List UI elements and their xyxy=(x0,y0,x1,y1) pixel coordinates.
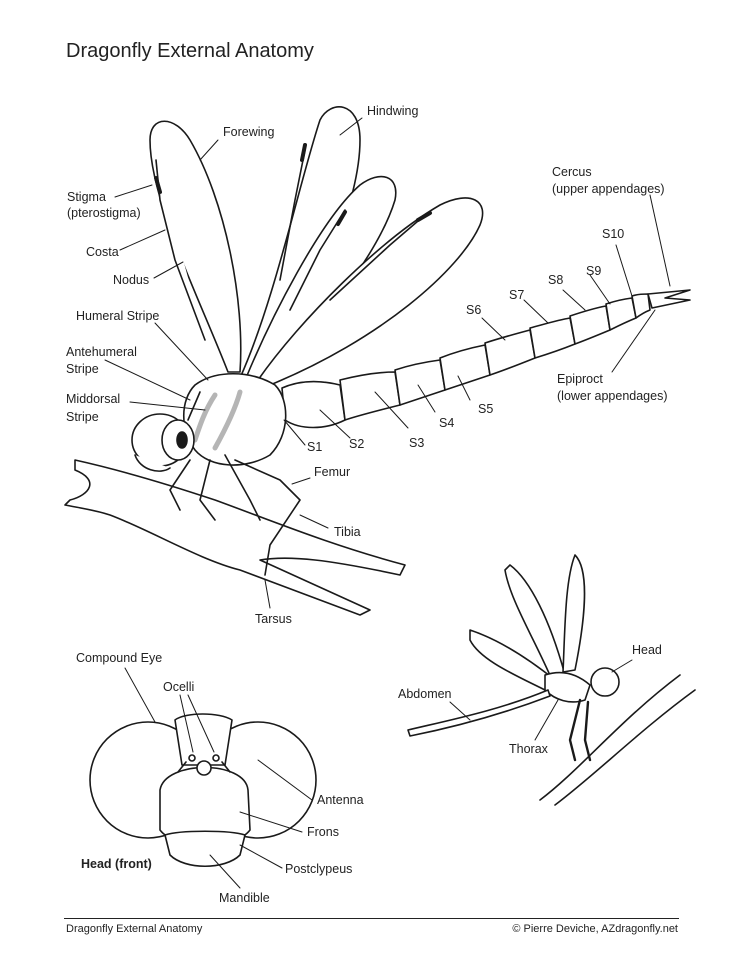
footer-divider xyxy=(64,918,679,919)
label-s8: S8 xyxy=(548,273,564,287)
label-s9: S9 xyxy=(586,264,602,278)
label-compound-eye: Compound Eye xyxy=(76,651,163,665)
label-tibia: Tibia xyxy=(334,525,361,539)
label-antehumeral: Antehumeral xyxy=(66,345,137,359)
label-nodus: Nodus xyxy=(113,273,150,287)
legs xyxy=(169,454,301,576)
label-s10: S10 xyxy=(602,227,625,241)
label-epiproct-sub: (lower appendages) xyxy=(557,389,668,403)
leader-lines xyxy=(104,117,671,889)
hindwing-right xyxy=(257,197,484,386)
label-cercus: Cercus xyxy=(552,165,592,179)
label-s1: S1 xyxy=(307,440,323,454)
page-title: Dragonfly External Anatomy xyxy=(66,40,314,62)
label-forewing: Forewing xyxy=(223,125,275,139)
label-antenna: Antenna xyxy=(317,793,364,807)
label-mandible: Mandible xyxy=(219,891,270,905)
label-s3: S3 xyxy=(409,436,425,450)
small-dragonfly xyxy=(407,554,696,806)
label-head-front: Head (front) xyxy=(81,857,152,871)
head-front-view xyxy=(89,713,317,868)
label-cercus-sub: (upper appendages) xyxy=(552,182,665,196)
label-head: Head xyxy=(632,643,662,657)
label-epiproct: Epiproct xyxy=(557,372,603,386)
label-middorsal-stripe: Stripe xyxy=(66,410,99,424)
label-pterostigma: (pterostigma) xyxy=(67,206,141,220)
label-tarsus: Tarsus xyxy=(255,612,292,626)
label-hindwing: Hindwing xyxy=(367,104,419,118)
abdomen-segments xyxy=(281,289,691,429)
footer-title: Dragonfly External Anatomy xyxy=(66,923,203,935)
label-thorax: Thorax xyxy=(509,742,548,756)
label-femur: Femur xyxy=(314,465,351,479)
forewing-left xyxy=(149,120,242,373)
label-stigma: Stigma xyxy=(67,190,106,204)
label-abdomen: Abdomen xyxy=(398,687,452,701)
head-side xyxy=(131,413,195,472)
label-frons: Frons xyxy=(307,825,339,839)
label-s4: S4 xyxy=(439,416,455,430)
label-middorsal: Middorsal xyxy=(66,392,121,406)
label-humeral-stripe: Humeral Stripe xyxy=(76,309,160,323)
label-postclypeus: Postclypeus xyxy=(285,862,353,876)
label-s2: S2 xyxy=(349,437,365,451)
footer-credit: © Pierre Deviche, AZdragonfly.net xyxy=(512,923,678,935)
label-costa: Costa xyxy=(86,245,119,259)
branch xyxy=(64,459,406,616)
thorax xyxy=(183,372,287,466)
label-s6: S6 xyxy=(466,303,482,317)
label-ocelli: Ocelli xyxy=(163,680,195,694)
label-s7: S7 xyxy=(509,288,525,302)
label-s5: S5 xyxy=(478,402,494,416)
label-antehumeral-stripe: Stripe xyxy=(66,362,99,376)
